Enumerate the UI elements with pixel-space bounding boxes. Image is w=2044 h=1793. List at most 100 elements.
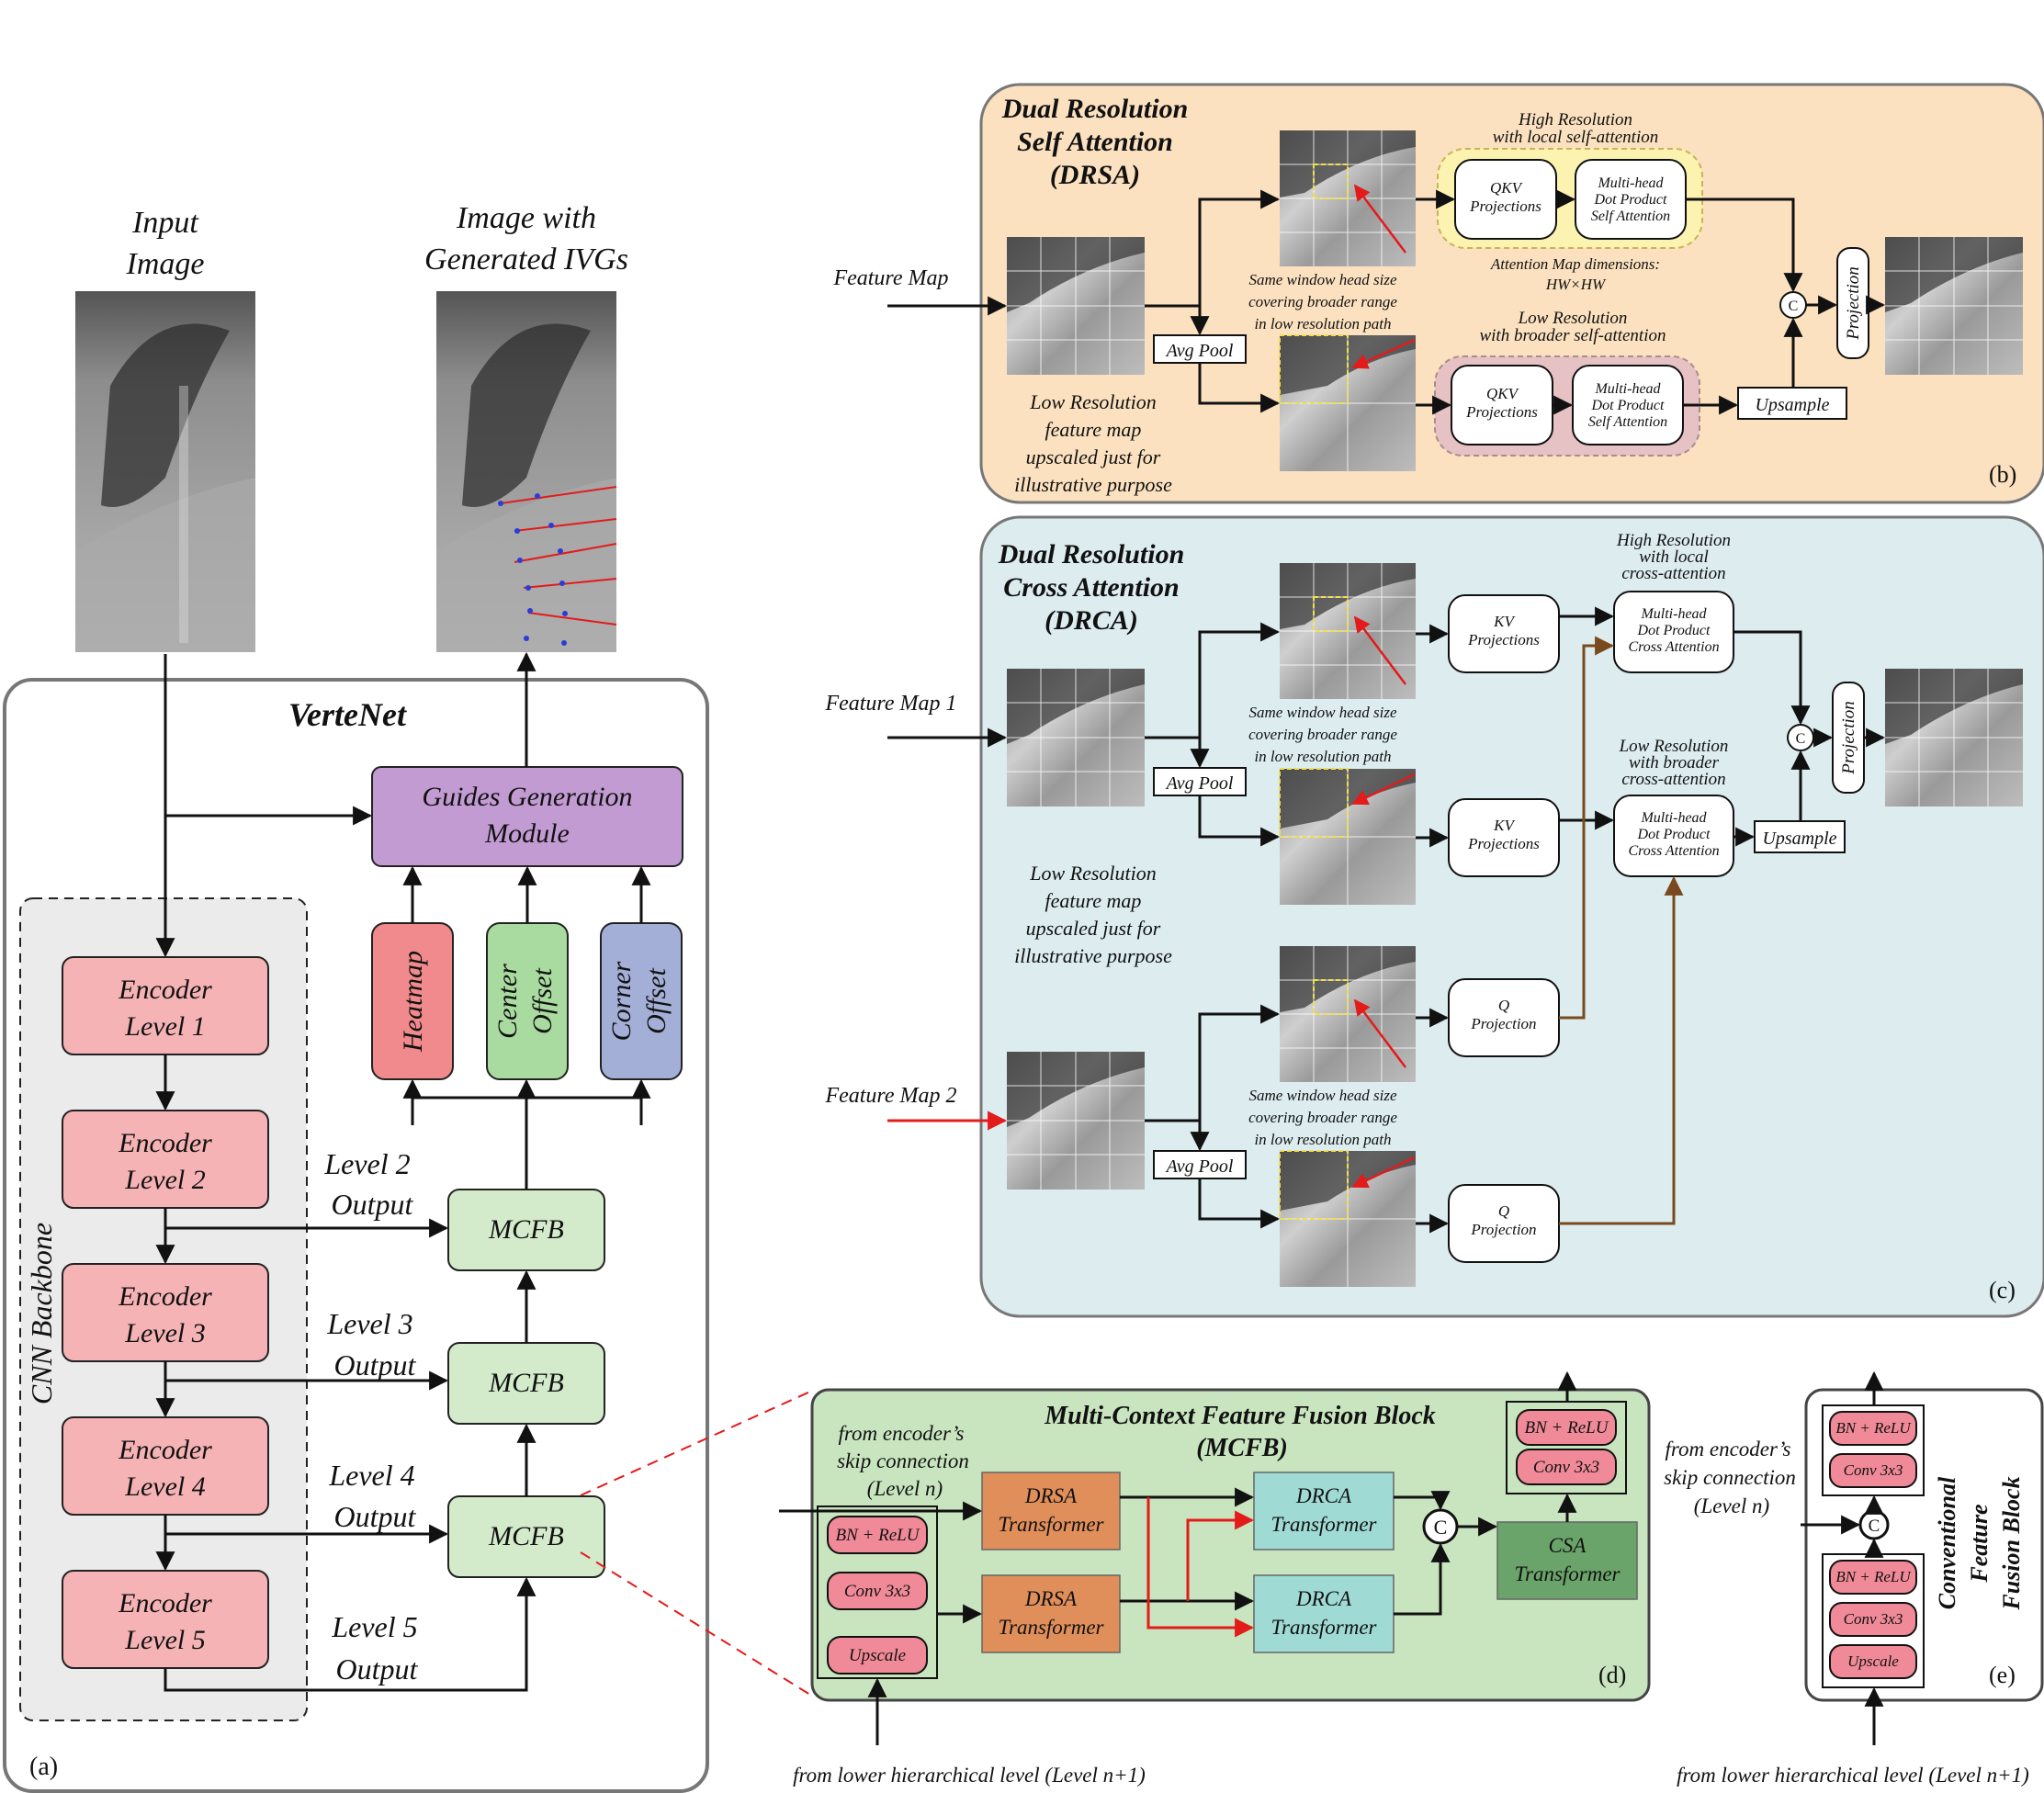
drca-output-map	[1885, 669, 2023, 806]
svg-text:Transformer: Transformer	[998, 1513, 1104, 1536]
input-image-title-2: Image	[126, 247, 205, 281]
svg-text:Conventional: Conventional	[1934, 1476, 1960, 1609]
drsa-feature-map-image	[1007, 237, 1145, 375]
drca-feature-map-2-image	[1007, 1052, 1145, 1190]
heatmap-head: Heatmap	[371, 922, 454, 1080]
mcfb-level-3: MCFB	[447, 1342, 605, 1425]
drca-panel-box	[979, 515, 2044, 1318]
svg-text:covering broader range: covering broader range	[1248, 293, 1397, 310]
encoder-level-2: Encoder Level 2	[62, 1110, 269, 1209]
svg-text:cross-attention: cross-attention	[1621, 564, 1725, 583]
svg-text:Encoder: Encoder	[118, 1281, 212, 1312]
svg-text:Low Resolution: Low Resolution	[1619, 737, 1729, 756]
svg-text:(Level n): (Level n)	[867, 1477, 943, 1500]
svg-text:Encoder: Encoder	[118, 1435, 212, 1465]
svg-text:Projection: Projection	[1470, 1221, 1536, 1238]
panel-a-tag: (a)	[29, 1753, 58, 1781]
svg-text:(Level n): (Level n)	[1694, 1494, 1769, 1517]
level-4-output-1: Level 4	[328, 1459, 414, 1492]
svg-text:Module: Module	[484, 818, 570, 849]
output-xray-image	[436, 291, 617, 652]
drca-mhca-low: Multi-head Dot Product Cross Attention	[1613, 795, 1734, 877]
svg-text:Conv 3x3: Conv 3x3	[844, 1582, 910, 1601]
svg-text:Transformer: Transformer	[1270, 1616, 1377, 1639]
svg-text:Dot Product: Dot Product	[1637, 623, 1711, 638]
svg-text:Avg Pool: Avg Pool	[1165, 1156, 1234, 1177]
svg-text:Self Attention: Self Attention	[1588, 414, 1667, 430]
drca-avg-pool-1: Avg Pool	[1153, 767, 1247, 796]
svg-text:Level 5: Level 5	[124, 1625, 205, 1655]
svg-text:in low resolution path: in low resolution path	[1254, 1131, 1391, 1148]
encoder-level-1: Encoder Level 1	[62, 956, 269, 1055]
svg-text:Corner: Corner	[606, 961, 637, 1041]
svg-text:Guides Generation: Guides Generation	[422, 782, 632, 812]
svg-text:DRCA: DRCA	[1295, 1484, 1352, 1507]
svg-text:QKV: QKV	[1486, 385, 1520, 402]
svg-text:with broader: with broader	[1629, 753, 1720, 772]
svg-text:KV: KV	[1493, 613, 1516, 630]
drca-feature-map-1-label: Feature Map 1	[824, 692, 956, 716]
svg-text:Conv 3x3: Conv 3x3	[1844, 1610, 1903, 1628]
panel-a: Input Image Image with Generated IVGs	[3, 201, 709, 1793]
svg-text:in low resolution path: in low resolution path	[1254, 748, 1391, 765]
svg-text:feature map: feature map	[1045, 889, 1142, 912]
panel-b-drsa: Dual Resolution Self Attention (DRSA) Fe…	[832, 83, 2044, 504]
svg-text:QKV: QKV	[1490, 179, 1524, 197]
svg-text:Dual Resolution: Dual Resolution	[998, 539, 1185, 569]
svg-text:Projection: Projection	[1839, 701, 1858, 775]
svg-text:High Resolution: High Resolution	[1616, 531, 1731, 550]
svg-text:High Resolution: High Resolution	[1518, 110, 1632, 130]
conventional-top-stack: BN + ReLU Conv 3x3	[1822, 1404, 1925, 1496]
drca-kv-high: KV Projections	[1448, 594, 1560, 673]
output-image-title-1: Image with	[456, 201, 596, 235]
svg-text:MCFB: MCFB	[488, 1368, 564, 1398]
drca-low-res-map-1	[1279, 768, 1416, 905]
svg-text:BN + ReLU: BN + ReLU	[1525, 1418, 1609, 1438]
svg-text:from encoder’s: from encoder’s	[1666, 1438, 1791, 1460]
svg-text:Attention Map dimensions:: Attention Map dimensions:	[1490, 255, 1660, 273]
drsa-qkv-high: QKV Projections	[1454, 159, 1557, 240]
svg-text:Avg Pool: Avg Pool	[1165, 341, 1234, 361]
drsa-mhsa-high: Multi-head Dot Product Self Attention	[1575, 159, 1687, 240]
corner-offset-head: Corner Offset	[600, 922, 683, 1080]
drca-upsample: Upsample	[1754, 820, 1846, 853]
drsa-high-res-map	[1280, 130, 1416, 266]
svg-text:with local: with local	[1639, 547, 1708, 567]
mcfb-level-4: MCFB	[447, 1495, 605, 1578]
drsa-avg-pool: Avg Pool	[1153, 334, 1247, 364]
drsa-concat: C	[1779, 291, 1807, 319]
svg-text:Same window head size: Same window head size	[1248, 271, 1396, 288]
mcfb-level-2: MCFB	[447, 1189, 605, 1271]
conventional-lower-level-label: from lower hierarchical level (Level n+1…	[1677, 1764, 2029, 1787]
svg-text:skip connection: skip connection	[1664, 1466, 1796, 1489]
drca-avg-pool-2: Avg Pool	[1153, 1150, 1247, 1179]
svg-text:C: C	[1434, 1516, 1448, 1539]
svg-text:Q: Q	[1498, 997, 1509, 1014]
mcfb-drca-bottom: DRCA Transformer	[1253, 1574, 1395, 1653]
drsa-upsample: Upsample	[1737, 387, 1847, 420]
svg-text:DRSA: DRSA	[1024, 1587, 1078, 1610]
level-2-output-1: Level 2	[323, 1147, 410, 1180]
drsa-low-res-map	[1279, 334, 1416, 471]
svg-text:DRSA: DRSA	[1024, 1484, 1078, 1507]
mcfb-drca-top: DRCA Transformer	[1253, 1472, 1395, 1551]
svg-text:Dot Product: Dot Product	[1637, 827, 1711, 842]
svg-text:Low Resolution: Low Resolution	[1029, 390, 1157, 413]
mcfb-tag: (d)	[1598, 1662, 1626, 1688]
svg-text:Dot Product: Dot Product	[1594, 192, 1668, 208]
svg-text:skip connection: skip connection	[837, 1449, 969, 1472]
conventional-arrows	[1801, 1370, 1884, 1745]
mcfb-lower-level-label: from lower hierarchical level (Level n+1…	[793, 1764, 1146, 1787]
ivg-guides	[500, 486, 617, 626]
mcfb-output-stack: BN + ReLU Conv 3x3	[1506, 1401, 1627, 1494]
svg-text:Heatmap: Heatmap	[398, 951, 428, 1053]
drca-arrows	[887, 606, 1886, 1234]
level-4-output-2: Output	[334, 1500, 417, 1533]
input-xray-image	[75, 291, 255, 652]
drsa-projection: Projection	[1836, 247, 1869, 359]
svg-text:Upscale: Upscale	[849, 1646, 906, 1665]
svg-text:Projections: Projections	[1467, 631, 1540, 648]
svg-text:Dual Resolution: Dual Resolution	[1001, 94, 1189, 124]
svg-text:DRCA: DRCA	[1295, 1587, 1352, 1610]
